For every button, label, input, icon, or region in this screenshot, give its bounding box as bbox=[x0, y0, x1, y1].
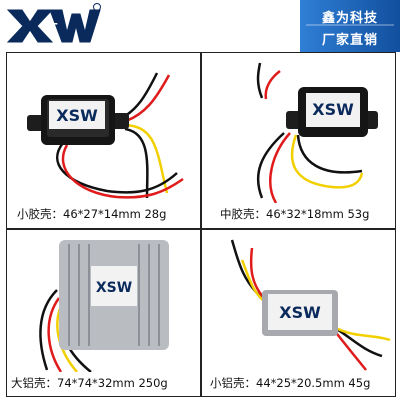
small-plastic-module-image: XSW bbox=[27, 72, 184, 199]
product-caption: 小胶壳：46*27*14mm 28g bbox=[17, 207, 167, 221]
product-medium-plastic: XSW 中胶壳：46*32*18mm 53g bbox=[202, 53, 395, 228]
small-aluminum-module-image: XSW bbox=[230, 239, 391, 371]
svg-text:ST: ST bbox=[42, 21, 58, 34]
svg-text:XSW: XSW bbox=[312, 100, 354, 119]
svg-text:XSW: XSW bbox=[279, 303, 321, 322]
brand-name: 鑫为科技 bbox=[321, 11, 378, 26]
product-large-aluminum: XSW 大铝壳：74*74*32mm 250g bbox=[7, 230, 200, 396]
product-caption: 大铝壳：74*74*32mm 250g bbox=[11, 376, 168, 390]
grid-divider-horizontal bbox=[6, 228, 396, 230]
large-aluminum-module-image: XSW bbox=[39, 240, 169, 372]
brand-tagline: 厂家直销 bbox=[321, 33, 378, 48]
medium-plastic-module-image: XSW bbox=[256, 62, 378, 203]
xsw-logo-icon: ST bbox=[4, 2, 102, 48]
product-caption: 小铝壳：44*25*20.5mm 45g bbox=[210, 376, 371, 390]
grid-divider-vertical bbox=[200, 52, 202, 397]
product-small-plastic: XSW 小胶壳：46*27*14mm 28g bbox=[7, 53, 200, 228]
svg-text:XSW: XSW bbox=[56, 106, 98, 125]
header: ST 鑫为科技 厂家直销 bbox=[0, 0, 400, 52]
product-caption: 中胶壳：46*32*18mm 53g bbox=[220, 207, 370, 221]
brand-banner bbox=[300, 0, 400, 52]
product-small-aluminum: XSW 小铝壳：44*25*20.5mm 45g bbox=[202, 230, 395, 396]
svg-text:XSW: XSW bbox=[96, 280, 132, 296]
